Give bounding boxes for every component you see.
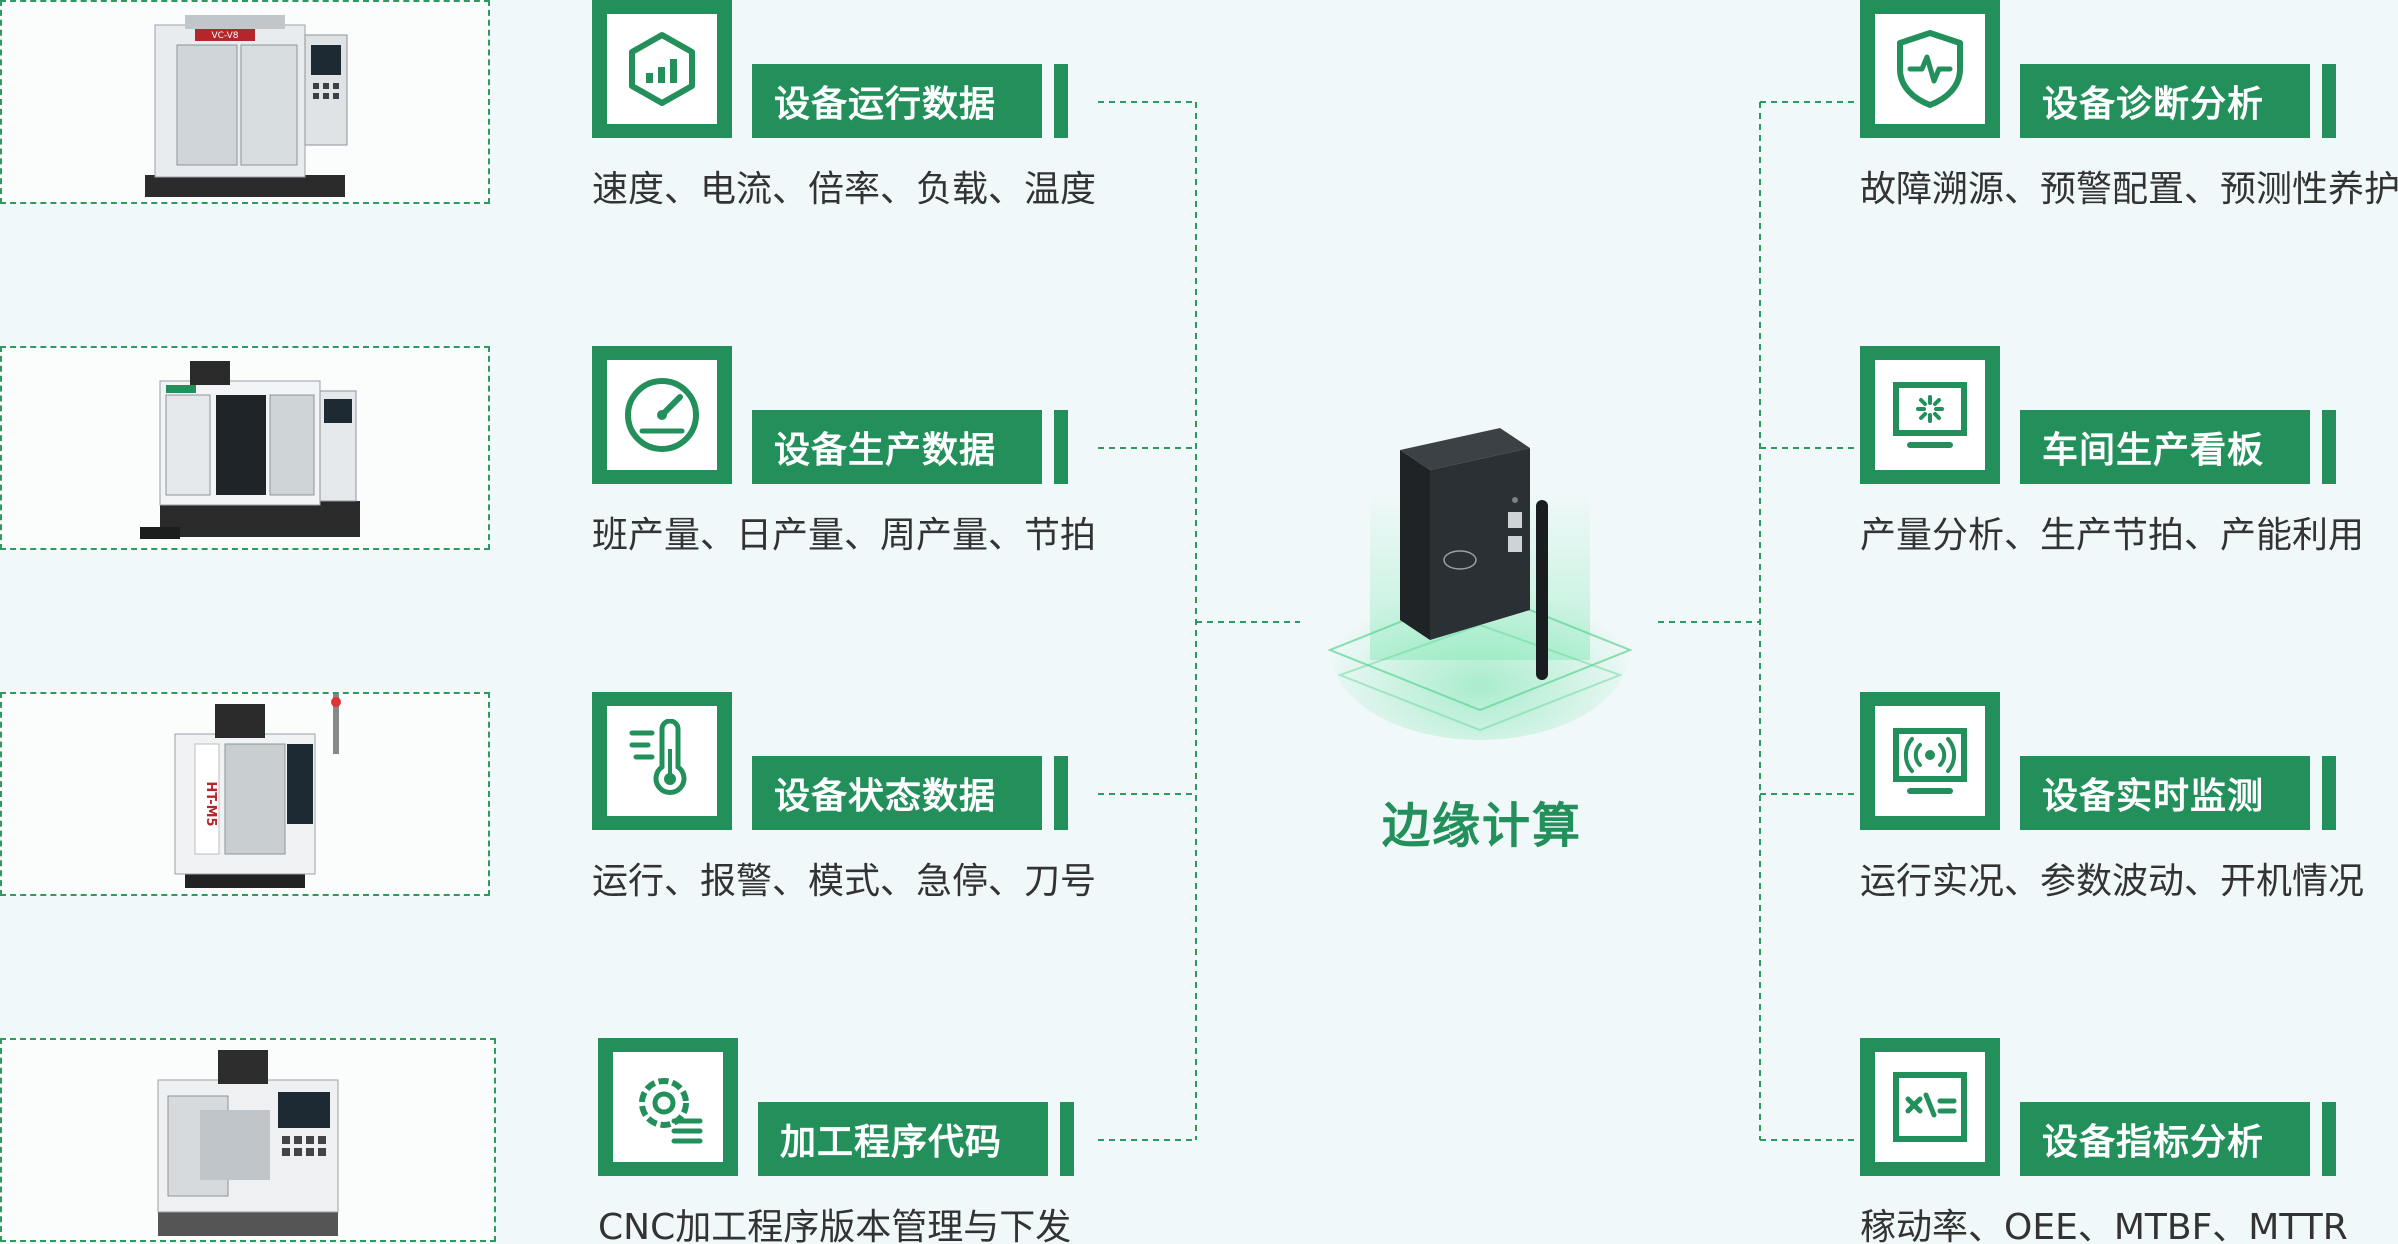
feature-title: 设备诊断分析 xyxy=(2020,64,2310,138)
calculator-icon xyxy=(1893,1072,1967,1142)
machine-model-label: HT-M5 xyxy=(203,781,218,826)
title-accent-bar xyxy=(2322,410,2336,484)
gauge-icon xyxy=(625,378,699,452)
feature-title: 设备实时监测 xyxy=(2020,756,2310,830)
edge-gateway-icon xyxy=(1327,428,1633,740)
feature-title: 设备运行数据 xyxy=(752,64,1042,138)
title-accent-bar xyxy=(1054,64,1068,138)
title-accent-bar xyxy=(1060,1102,1074,1176)
edge-computing-label: 边缘计算 xyxy=(1382,798,1583,854)
feature-title: 设备生产数据 xyxy=(752,410,1042,484)
gear-code-icon xyxy=(639,1078,703,1144)
feature-icon-box xyxy=(1860,0,2000,138)
shield-pulse-icon xyxy=(1897,30,1963,108)
feature-icon-box xyxy=(592,692,732,830)
feature-desc: CNC加工程序版本管理与下发 xyxy=(598,1207,1072,1244)
feature-icon-box xyxy=(592,346,732,484)
thermometer-icon xyxy=(629,719,687,795)
monitor-board-icon xyxy=(1893,382,1967,448)
title-accent-bar xyxy=(2322,1102,2336,1176)
machine-model-label: VC-V8 xyxy=(211,31,238,41)
feature-realtime-monitoring: 设备实时监测 运行实况、参数波动、开机情况 xyxy=(1860,692,2398,922)
feature-icon-box xyxy=(1860,692,2000,830)
machine-image-1: VC-V8 xyxy=(0,0,490,204)
feature-device-production-data: 设备生产数据 班产量、日产量、周产量、节拍 xyxy=(592,346,1152,576)
title-accent-bar xyxy=(1054,756,1068,830)
chart-hexagon-icon xyxy=(629,32,695,106)
title-accent-bar xyxy=(2322,64,2336,138)
feature-desc: 运行、报警、模式、急停、刀号 xyxy=(592,861,1097,902)
title-accent-bar xyxy=(1054,410,1068,484)
feature-icon-box xyxy=(1860,346,2000,484)
feature-desc: 稼动率、OEE、MTBF、MTTR xyxy=(1860,1207,2348,1244)
feature-device-status-data: 设备状态数据 运行、报警、模式、急停、刀号 xyxy=(592,692,1152,922)
feature-indicator-analysis: 设备指标分析 稼动率、OEE、MTBF、MTTR xyxy=(1860,1038,2398,1244)
feature-device-running-data: 设备运行数据 速度、电流、倍率、负载、温度 xyxy=(592,0,1152,230)
feature-machining-program-code: 加工程序代码 CNC加工程序版本管理与下发 xyxy=(598,1038,1158,1244)
feature-workshop-board: 车间生产看板 产量分析、生产节拍、产能利用 xyxy=(1860,346,2398,576)
cnc-machine-icon: HT-M5 xyxy=(174,694,341,888)
machine-image-2 xyxy=(0,346,490,550)
cnc-machine-icon xyxy=(140,360,360,539)
feature-desc: 产量分析、生产节拍、产能利用 xyxy=(1860,515,2365,556)
feature-title: 设备状态数据 xyxy=(752,756,1042,830)
title-accent-bar xyxy=(2322,756,2336,830)
cnc-machine-icon xyxy=(157,1050,339,1236)
feature-title: 设备指标分析 xyxy=(2020,1102,2310,1176)
feature-device-diagnosis: 设备诊断分析 故障溯源、预警配置、预测性养护 xyxy=(1860,0,2398,230)
feature-desc: 班产量、日产量、周产量、节拍 xyxy=(592,515,1097,556)
feature-icon-box xyxy=(598,1038,738,1176)
machine-image-3: HT-M5 xyxy=(0,692,490,896)
feature-icon-box xyxy=(1860,1038,2000,1176)
signal-monitor-icon xyxy=(1893,728,1967,794)
feature-icon-box xyxy=(592,0,732,138)
feature-desc: 故障溯源、预警配置、预测性养护 xyxy=(1860,169,2398,210)
feature-desc: 运行实况、参数波动、开机情况 xyxy=(1860,861,2365,902)
feature-title: 车间生产看板 xyxy=(2020,410,2310,484)
cnc-machine-icon: VC-V8 xyxy=(145,14,348,197)
machine-image-4 xyxy=(0,1038,496,1242)
feature-desc: 速度、电流、倍率、负载、温度 xyxy=(592,169,1097,210)
feature-title: 加工程序代码 xyxy=(758,1102,1048,1176)
